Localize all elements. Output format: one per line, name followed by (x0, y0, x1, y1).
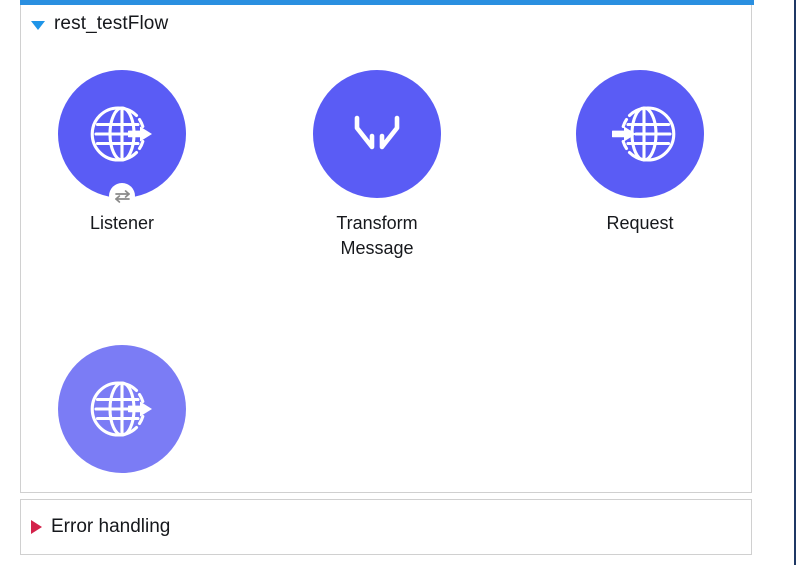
response-bubble-wrap (58, 345, 186, 473)
transform-bubble[interactable] (313, 70, 441, 198)
flow-node-label-request: Request (606, 213, 674, 233)
editor-right-edge (794, 0, 796, 565)
editor-right-gutter (796, 0, 809, 565)
error-handling-title: Error handling (51, 516, 171, 537)
flow-node-listener[interactable]: Listener (52, 70, 192, 236)
request-bubble[interactable] (576, 70, 704, 198)
exchange-arrows-icon (114, 189, 130, 203)
flow-title: rest_testFlow (54, 13, 169, 34)
error-handling-panel[interactable]: Error handling (20, 499, 752, 555)
transform-label-line-2: Message (340, 238, 414, 258)
http-listener-response-globe-icon (90, 381, 152, 437)
listener-bubble[interactable] (58, 70, 186, 198)
flow-header[interactable]: rest_testFlow (21, 5, 751, 43)
http-request-globe-icon (612, 106, 676, 162)
response-bubble[interactable] (58, 345, 186, 473)
dataweave-transform-icon (354, 115, 400, 150)
listener-exchange-badge (109, 183, 135, 209)
listener-bubble-wrap (58, 70, 186, 209)
transform-label-line-1: Transform (336, 213, 418, 233)
http-listener-globe-icon (90, 106, 152, 162)
transform-bubble-wrap (313, 70, 441, 198)
flow-panel-accent-bar (20, 0, 754, 5)
flow-node-listener-response[interactable] (52, 345, 192, 473)
request-bubble-wrap (576, 70, 704, 198)
flow-node-label-transform-message: Transform Message (307, 211, 447, 261)
triangle-right-icon[interactable] (31, 520, 42, 534)
flow-node-label-listener: Listener (89, 213, 155, 233)
triangle-down-icon[interactable] (31, 20, 45, 30)
flow-node-request[interactable]: Request (570, 70, 710, 236)
flow-node-transform-message[interactable]: Transform Message (307, 70, 447, 261)
